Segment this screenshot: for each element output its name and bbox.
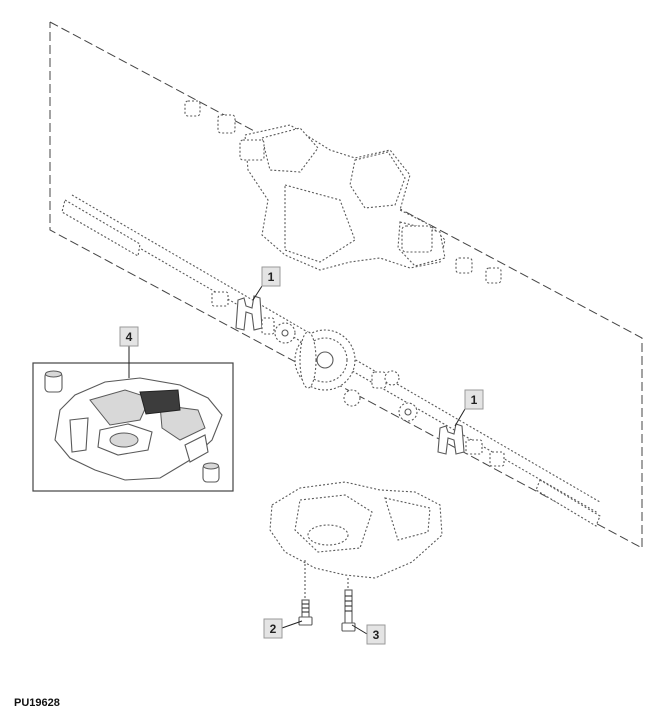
callout-1-lower[interactable]: 1 (464, 389, 484, 410)
upper-bushings-left (184, 100, 236, 134)
inset-lower-case-assembly (54, 377, 223, 481)
callout-2[interactable]: 2 (263, 618, 283, 639)
ring-gear (294, 329, 356, 391)
small-gear-2 (261, 317, 275, 335)
assembly-phantom-outline (49, 21, 643, 549)
small-gear-1 (274, 322, 296, 344)
callout-1-upper[interactable]: 1 (261, 266, 281, 287)
seal-right (437, 423, 505, 467)
figure-id-label: PU19628 (14, 697, 60, 709)
svg-text:1: 1 (471, 393, 478, 407)
svg-text:3: 3 (373, 628, 380, 642)
svg-text:2: 2 (270, 622, 277, 636)
svg-text:1: 1 (268, 270, 275, 284)
pinion-assembly (343, 370, 418, 422)
upper-bushings-right (455, 257, 502, 284)
inset-bushing-right (202, 462, 220, 483)
leader-lines (128, 285, 466, 635)
bolt-long (341, 589, 356, 632)
callout-3[interactable]: 3 (366, 624, 386, 645)
svg-text:4: 4 (126, 330, 133, 344)
inset-bushing-left (44, 370, 63, 393)
transmission-housing (239, 124, 446, 271)
lower-case (269, 481, 443, 600)
callout-4[interactable]: 4 (119, 326, 139, 347)
bolt-short (298, 599, 313, 626)
